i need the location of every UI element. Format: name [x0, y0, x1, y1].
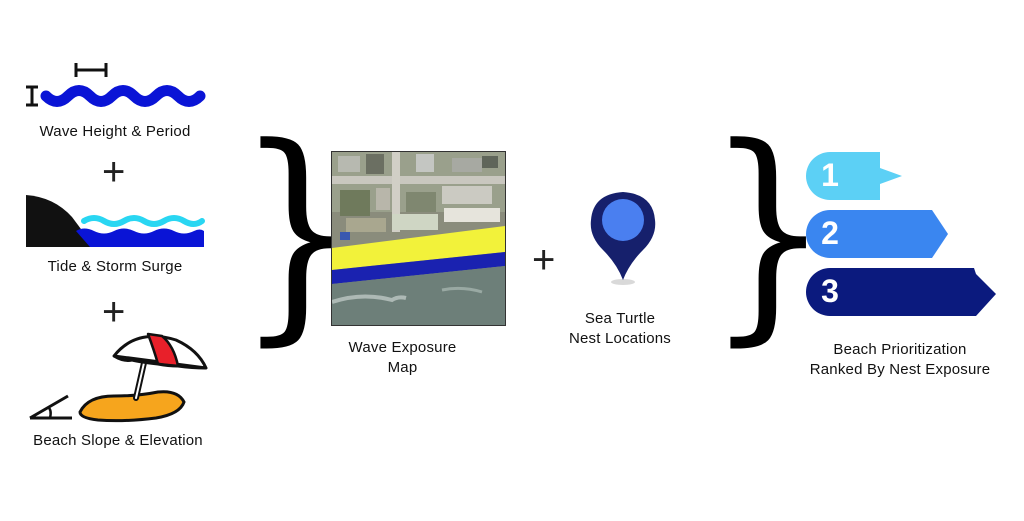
- rank-1-number: 1: [821, 157, 839, 193]
- plus-sign: +: [102, 290, 126, 334]
- wave-exposure-map-label-line1: Wave Exposure: [348, 339, 457, 356]
- rank-3-number: 3: [821, 273, 839, 309]
- rank-1-tag: [804, 150, 904, 202]
- wave-height-period-label: Wave Height & Period: [39, 123, 191, 140]
- plus-sign: +: [532, 238, 556, 282]
- beach-slope-elevation-label: Beach Slope & Elevation: [33, 432, 203, 449]
- wave-exposure-map-label-line2: Map: [387, 359, 418, 376]
- beach-prioritization-label-line2: Ranked By Nest Exposure: [809, 361, 991, 378]
- beach-slope-elevation-icon: [28, 332, 208, 424]
- tide-storm-surge-label: Tide & Storm Surge: [47, 258, 183, 275]
- nest-locations-label-line2: Nest Locations: [568, 330, 672, 347]
- rank-2-tag: [804, 208, 950, 260]
- nest-locations-label-line1: Sea Turtle: [584, 310, 656, 327]
- wave-exposure-map: [331, 151, 506, 326]
- wave-height-period-icon: [24, 60, 214, 112]
- plus-sign: +: [102, 150, 126, 194]
- tide-storm-surge-icon: [26, 193, 206, 249]
- rank-2-number: 2: [821, 215, 839, 251]
- rank-3-tag: [804, 266, 998, 318]
- beach-prioritization-label-line1: Beach Prioritization: [833, 341, 967, 358]
- location-pin-icon: [589, 188, 659, 288]
